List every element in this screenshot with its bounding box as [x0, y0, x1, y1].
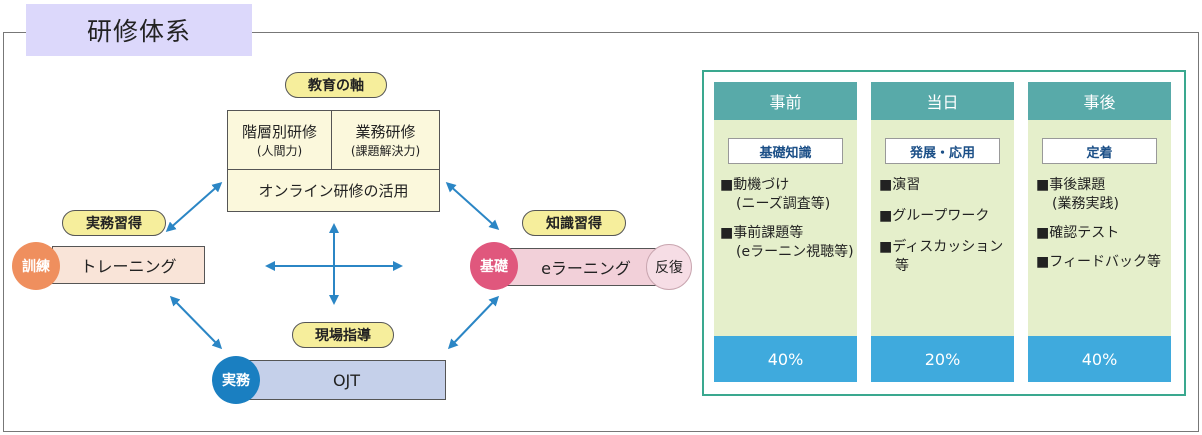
column-before-percent: 40%: [714, 336, 857, 382]
elearning-box: eラーニング: [505, 248, 667, 286]
axis-label-tag: 教育の軸: [285, 72, 387, 98]
column-day: 当日 発展・応用 ■演習 ■グループワーク ■ディスカッション 等 20%: [871, 82, 1014, 382]
list-item: ■確認テスト: [1036, 224, 1171, 243]
column-before: 事前 基礎知識 ■動機づけ (ニーズ調査等) ■事前課題等 (eラーニン視聴等)…: [714, 82, 857, 382]
list-item: ■事前課題等 (eラーニン視聴等): [720, 224, 857, 262]
item-main: ■事後課題: [1036, 177, 1106, 193]
column-after-percent: 40%: [1028, 336, 1171, 382]
ojt-badge: 実務: [212, 356, 260, 404]
elearning-badge-right: 反復: [646, 244, 692, 290]
list-item: ■グループワーク: [879, 207, 1014, 226]
outer-frame: [3, 32, 1199, 432]
item-main: ■ディスカッション: [879, 239, 1004, 255]
arrows-layer: [165, 181, 500, 350]
ojt-tag: 現場指導: [292, 322, 394, 348]
item-sub: (業務実践): [1052, 196, 1119, 212]
column-day-tag: 発展・応用: [885, 138, 1000, 164]
online-box: オンライン研修の活用: [227, 169, 440, 212]
item-main: ■事前課題等: [720, 225, 804, 241]
column-after: 事後 定着 ■事後課題 (業務実践) ■確認テスト ■フィードバック等 40%: [1028, 82, 1171, 382]
gyomu-box: 業務研修 (課題解決力): [331, 110, 440, 170]
kaiso-sublabel: (人間力): [256, 144, 303, 158]
arrow-ojt-to-elearning: [447, 295, 500, 350]
page-title: 研修体系: [26, 4, 252, 56]
kaiso-label: 階層別研修: [241, 123, 317, 141]
elearning-badge-left: 基礎: [470, 242, 518, 290]
list-item: ■演習: [879, 176, 1014, 195]
column-before-header: 事前: [714, 82, 857, 120]
column-after-items: ■事後課題 (業務実践) ■確認テスト ■フィードバック等: [1036, 176, 1171, 272]
arrow-training-to-ojt: [169, 295, 223, 350]
gyomu-label: 業務研修: [355, 123, 416, 141]
arrow-axis-to-elearning: [445, 181, 500, 231]
gyomu-sublabel: (課題解決力): [350, 144, 421, 158]
item-sub: (ニーズ調査等): [736, 196, 831, 212]
item-sub: 等: [895, 258, 909, 274]
item-main: ■確認テスト: [1036, 225, 1120, 241]
column-day-percent: 20%: [871, 336, 1014, 382]
arrow-training-to-axis: [165, 182, 223, 232]
item-sub: (eラーニン視聴等): [736, 244, 854, 260]
training-box: トレーニング: [52, 246, 205, 284]
column-day-items: ■演習 ■グループワーク ■ディスカッション 等: [879, 176, 1014, 276]
column-before-tag: 基礎知識: [728, 138, 843, 164]
item-main: ■フィードバック等: [1036, 254, 1161, 270]
list-item: ■動機づけ (ニーズ調査等): [720, 176, 857, 214]
item-main: ■演習: [879, 177, 921, 193]
column-day-header: 当日: [871, 82, 1014, 120]
training-badge: 訓練: [12, 242, 60, 290]
column-after-header: 事後: [1028, 82, 1171, 120]
kaiso-box: 階層別研修 (人間力): [227, 110, 332, 170]
column-before-items: ■動機づけ (ニーズ調査等) ■事前課題等 (eラーニン視聴等): [720, 176, 857, 262]
item-main: ■動機づけ: [720, 177, 790, 193]
column-after-tag: 定着: [1042, 138, 1157, 164]
list-item: ■事後課題 (業務実践): [1036, 176, 1171, 214]
flow-panel: [702, 70, 1186, 396]
list-item: ■フィードバック等: [1036, 253, 1171, 272]
training-tag: 実務習得: [62, 210, 166, 236]
item-main: ■グループワーク: [879, 208, 990, 224]
list-item: ■ディスカッション 等: [879, 238, 1014, 276]
elearning-tag: 知識習得: [522, 210, 626, 236]
ojt-box: OJT: [247, 360, 446, 400]
